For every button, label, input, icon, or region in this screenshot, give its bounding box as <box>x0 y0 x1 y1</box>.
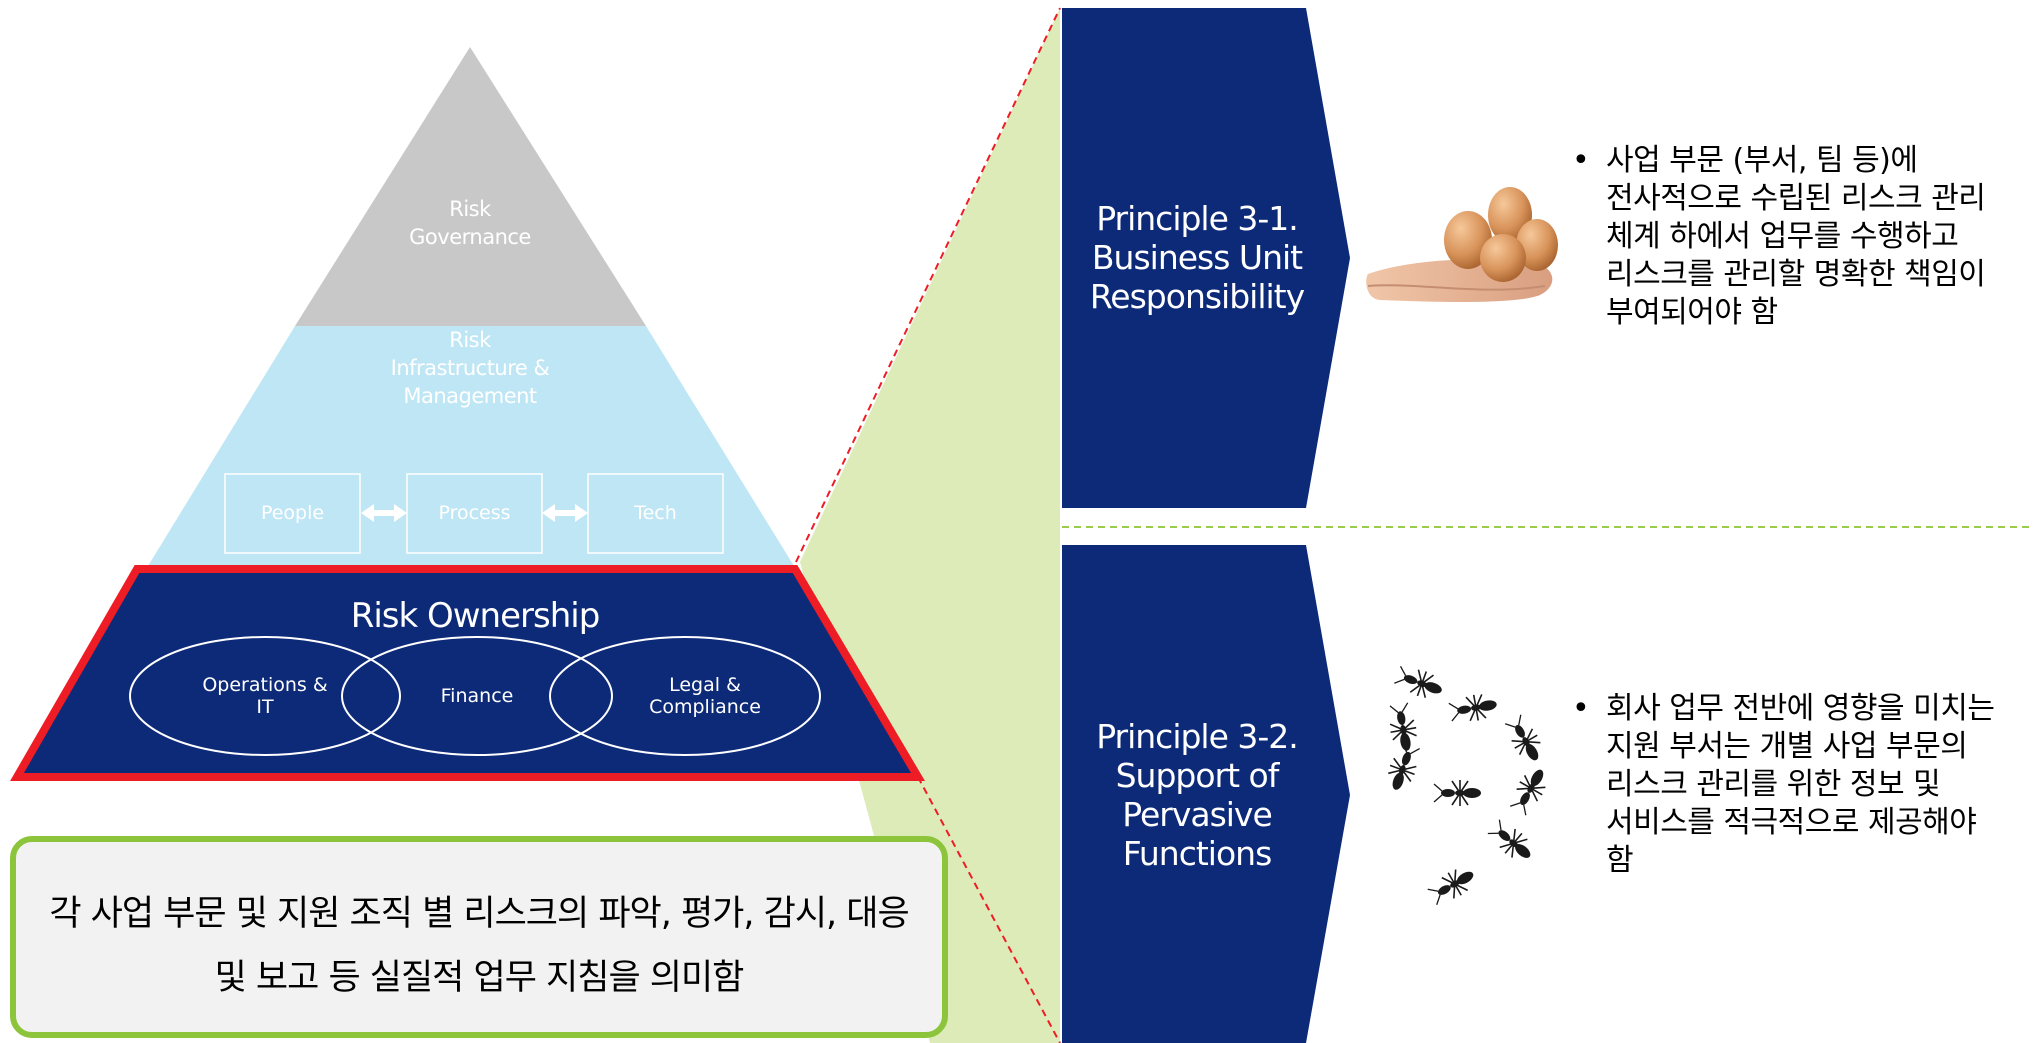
principle-bullet-1: 사업 부문 (부서, 팀 등)에 전사적으로 수립된 리스크 관리 체계 하에서… <box>1572 142 2032 332</box>
principle-bullet-list-1: 사업 부문 (부서, 팀 등)에 전사적으로 수립된 리스크 관리 체계 하에서… <box>1572 142 2032 332</box>
principle-chevron-1 <box>1062 8 1350 508</box>
box-label-tech: Tech <box>634 502 677 524</box>
double-arrow-icon <box>542 504 588 522</box>
ants-icon <box>1382 661 1554 910</box>
connector-line-bottom <box>917 776 1061 1043</box>
box-tech <box>587 473 724 554</box>
callout-wedge <box>800 8 1060 1043</box>
governance-label: Risk Governance <box>409 197 531 249</box>
circle-finance <box>341 636 613 756</box>
circle-operations <box>129 636 401 756</box>
principle-label-1: Principle 3-1. Business Unit Responsibil… <box>1089 199 1305 316</box>
circle-label-finance: Finance <box>440 685 514 707</box>
infrastructure-label: Risk Infrastructure & Management <box>390 328 550 408</box>
ownership-title: Risk Ownership <box>350 596 601 636</box>
summary-text: 각 사업 부문 및 지원 조직 별 리스크의 파악, 평가, 감시, 대응 및 … <box>49 894 909 998</box>
hand-holding-eggs-icon <box>1366 187 1558 303</box>
box-label-people: People <box>260 502 325 524</box>
circle-legal <box>549 636 821 756</box>
double-arrow-icon <box>361 504 407 522</box>
summary-box: 각 사업 부문 및 지원 조직 별 리스크의 파악, 평가, 감시, 대응 및 … <box>10 836 948 1038</box>
infrastructure-tier <box>148 326 794 566</box>
connector-line-top <box>795 7 1061 563</box>
principle-label-2: Principle 3-2. Support of Pervasive Func… <box>1096 717 1299 873</box>
principle-bullet-list-2: 회사 업무 전반에 영향을 미치는 지원 부서는 개별 사업 부문의 리스크 관… <box>1572 690 2032 880</box>
principle-bullet-2: 회사 업무 전반에 영향을 미치는 지원 부서는 개별 사업 부문의 리스크 관… <box>1572 690 2032 880</box>
governance-tier <box>295 47 646 326</box>
circle-label-operations: Operations & IT <box>202 674 328 718</box>
box-process <box>406 473 543 554</box>
box-label-process: Process <box>438 502 511 524</box>
principle-chevron-2 <box>1062 545 1350 1043</box>
circle-label-legal: Legal & Compliance <box>649 674 761 718</box>
box-people <box>224 473 361 554</box>
